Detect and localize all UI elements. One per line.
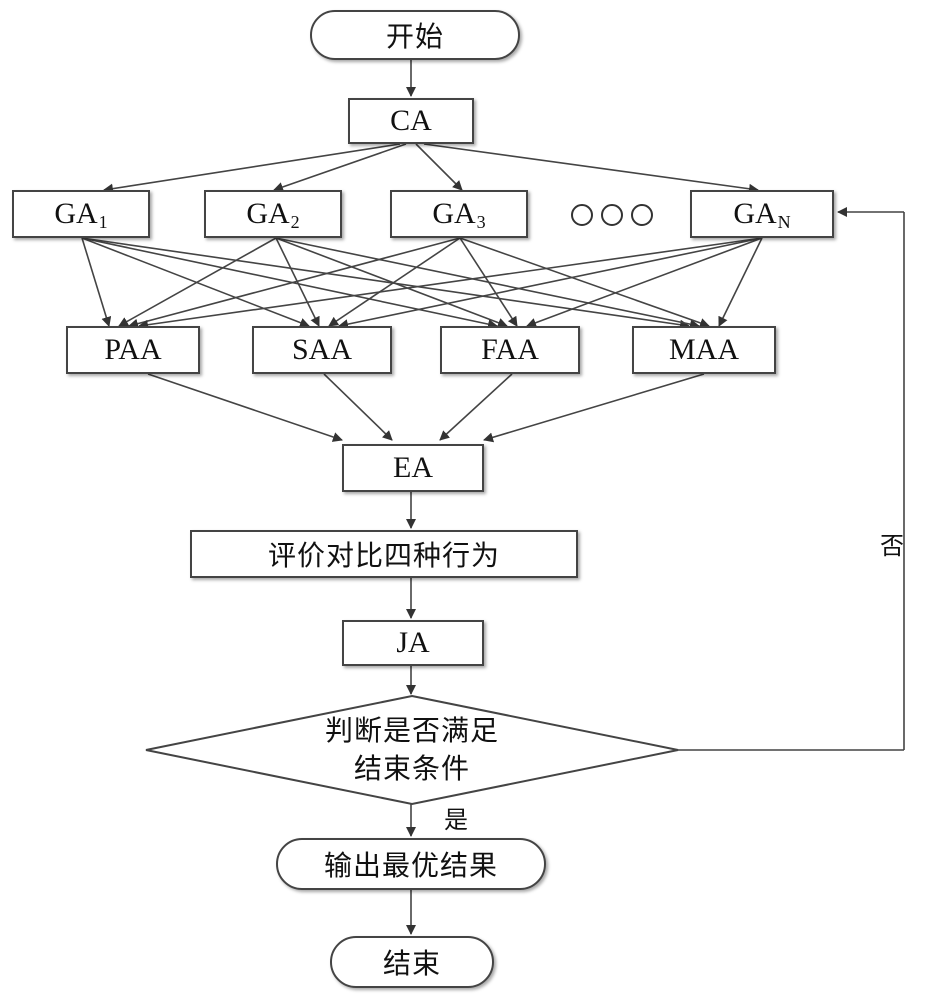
ea-label: EA <box>393 451 433 484</box>
ca-label: CA <box>390 104 432 137</box>
ea-box: EA <box>342 444 484 492</box>
decision-line-2: 结束条件 <box>353 752 470 785</box>
output-terminal: 输出最优结果 <box>276 838 546 890</box>
ga2-label: GA <box>246 197 290 230</box>
decision-text: 判断是否满足 结束条件 <box>232 712 592 788</box>
edge-ga2-maa <box>275 237 700 330</box>
ja-label: JA <box>396 626 430 659</box>
decision-diamond <box>145 694 679 806</box>
ellipsis-dot-1 <box>571 204 593 226</box>
edge-saa-ea <box>323 373 393 441</box>
edge-ca-ga3 <box>415 143 463 191</box>
edge-ga1-paa <box>81 237 112 327</box>
paa-box: PAA <box>66 326 200 374</box>
edge-paa-ea <box>147 373 343 442</box>
faa-box: FAA <box>440 326 580 374</box>
saa-label: SAA <box>291 333 352 366</box>
ellipsis-dot-3 <box>631 204 653 226</box>
maa-box: MAA <box>632 326 776 374</box>
evaluate-label: 评价对比四种行为 <box>267 539 500 572</box>
edge-ga3-paa <box>128 237 461 329</box>
decision-line-1: 判断是否满足 <box>324 714 499 747</box>
saa-box: SAA <box>252 326 392 374</box>
edge-maa-ea <box>483 373 705 443</box>
edge-ga1-saa <box>81 237 310 328</box>
edge-ga3-faa <box>459 237 518 327</box>
output-label: 输出最优结果 <box>323 849 498 882</box>
edge-ca-gan <box>423 143 759 194</box>
ga1-label: GA <box>54 197 98 230</box>
edge-gan-maa <box>718 237 763 327</box>
edge-ga3-saa <box>328 237 461 327</box>
yes-label: 是 <box>444 806 468 834</box>
evaluate-box: 评价对比四种行为 <box>190 530 578 578</box>
start-terminal: 开始 <box>310 10 520 60</box>
ellipsis-dot-2 <box>601 204 623 226</box>
ja-box: JA <box>342 620 484 666</box>
edge-ca-ga1 <box>103 143 401 194</box>
start-label: 开始 <box>385 20 444 53</box>
gan-label: GA <box>733 197 777 230</box>
edge-ga1-maa <box>81 237 690 330</box>
no-label: 否 <box>880 532 904 560</box>
ga3-subscript: 3 <box>476 211 486 232</box>
edge-ga2-paa <box>118 237 277 327</box>
edge-gan-paa <box>138 237 763 330</box>
ga1-subscript: 1 <box>98 211 108 232</box>
ga2-subscript: 2 <box>290 211 300 232</box>
edge-ga2-faa <box>275 237 508 328</box>
ga3-label: GA <box>432 197 476 230</box>
maa-label: MAA <box>668 333 739 366</box>
faa-label: FAA <box>481 333 539 366</box>
edge-gan-faa <box>526 237 763 328</box>
end-terminal: 结束 <box>330 936 494 988</box>
edge-gan-saa <box>338 237 763 330</box>
edge-ga3-maa <box>459 237 710 328</box>
gan-subscript: N <box>777 211 791 232</box>
paa-label: PAA <box>104 333 162 366</box>
edge-faa-ea <box>439 373 513 441</box>
ca-box: CA <box>348 98 474 144</box>
edge-ga1-faa <box>81 237 498 330</box>
end-label: 结束 <box>382 947 441 980</box>
edge-ca-ga2 <box>273 143 407 192</box>
